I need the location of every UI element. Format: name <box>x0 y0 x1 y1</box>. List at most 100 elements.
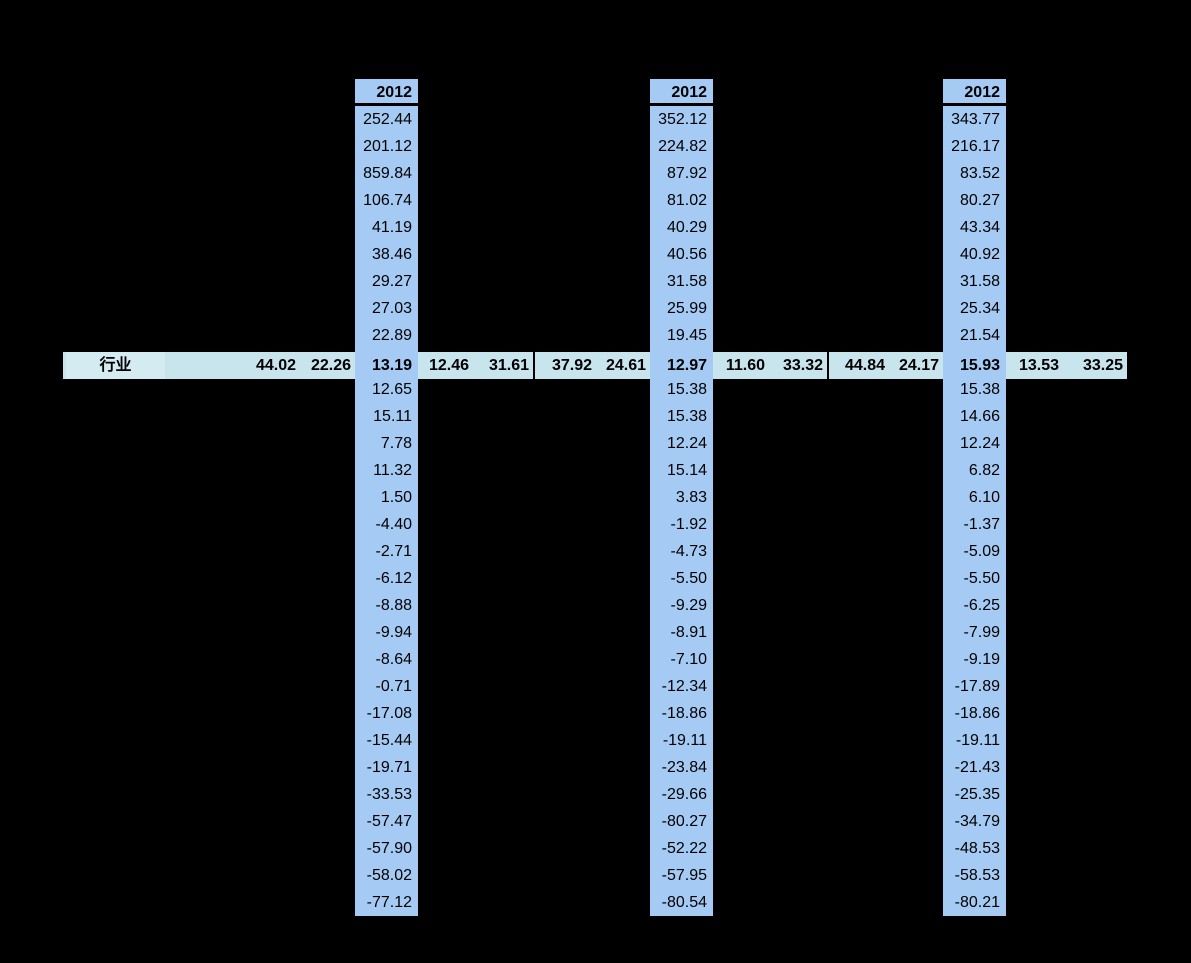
value-cell[interactable]: 40.92 <box>943 241 1006 268</box>
value-cell[interactable]: -17.08 <box>355 700 418 727</box>
industry-row-column-cell[interactable]: 15.93 <box>943 352 1006 379</box>
value-cell[interactable]: -0.71 <box>355 673 418 700</box>
value-cell[interactable]: 22.89 <box>355 322 418 349</box>
value-cell[interactable]: 352.12 <box>650 106 713 133</box>
value-cell[interactable]: 6.10 <box>943 484 1006 511</box>
value-cell[interactable]: -19.11 <box>943 727 1006 754</box>
value-cell[interactable]: -5.50 <box>943 565 1006 592</box>
industry-row-cell[interactable]: 33.25 <box>1082 357 1123 374</box>
value-cell[interactable]: -80.54 <box>650 889 713 916</box>
value-cell[interactable]: -8.64 <box>355 646 418 673</box>
value-cell[interactable]: -19.11 <box>650 727 713 754</box>
value-cell[interactable]: -57.47 <box>355 808 418 835</box>
value-cell[interactable]: 83.52 <box>943 160 1006 187</box>
value-cell[interactable]: -23.84 <box>650 754 713 781</box>
industry-row-cell[interactable]: 31.61 <box>488 357 529 374</box>
value-cell[interactable]: 859.84 <box>355 160 418 187</box>
value-cell[interactable]: 15.11 <box>355 403 418 430</box>
value-cell[interactable]: 14.66 <box>943 403 1006 430</box>
industry-row-column-cell[interactable]: 12.97 <box>650 352 713 379</box>
value-cell[interactable]: 25.99 <box>650 295 713 322</box>
value-cell[interactable]: 31.58 <box>943 268 1006 295</box>
industry-row-cell[interactable]: 44.02 <box>255 357 296 374</box>
value-cell[interactable]: -58.53 <box>943 862 1006 889</box>
value-cell[interactable]: 11.32 <box>355 457 418 484</box>
value-cell[interactable]: -57.90 <box>355 835 418 862</box>
value-cell[interactable]: 81.02 <box>650 187 713 214</box>
value-cell[interactable]: -5.09 <box>943 538 1006 565</box>
value-cell[interactable]: -7.99 <box>943 619 1006 646</box>
value-cell[interactable]: -15.44 <box>355 727 418 754</box>
value-cell[interactable]: 15.38 <box>650 376 713 403</box>
value-cell[interactable]: -8.88 <box>355 592 418 619</box>
value-cell[interactable]: -18.86 <box>943 700 1006 727</box>
value-cell[interactable]: -8.91 <box>650 619 713 646</box>
industry-row-cell[interactable]: 33.32 <box>782 357 823 374</box>
industry-row-cell[interactable]: 44.84 <box>844 357 885 374</box>
value-cell[interactable]: -25.35 <box>943 781 1006 808</box>
value-cell[interactable]: -29.66 <box>650 781 713 808</box>
value-cell[interactable]: 252.44 <box>355 106 418 133</box>
value-cell[interactable]: 343.77 <box>943 106 1006 133</box>
value-cell[interactable]: 40.56 <box>650 241 713 268</box>
value-cell[interactable]: -34.79 <box>943 808 1006 835</box>
value-cell[interactable]: 31.58 <box>650 268 713 295</box>
value-cell[interactable]: 25.34 <box>943 295 1006 322</box>
value-cell[interactable]: 87.92 <box>650 160 713 187</box>
value-cell[interactable]: 12.65 <box>355 376 418 403</box>
industry-row-cell[interactable]: 13.53 <box>1018 357 1059 374</box>
value-cell[interactable]: -7.10 <box>650 646 713 673</box>
industry-row-cell[interactable]: 11.60 <box>725 357 765 374</box>
value-cell[interactable]: 201.12 <box>355 133 418 160</box>
industry-row-cell[interactable]: 37.92 <box>551 357 592 374</box>
industry-row-cell[interactable]: 24.17 <box>898 357 939 374</box>
value-cell[interactable]: -19.71 <box>355 754 418 781</box>
value-cell[interactable]: -6.12 <box>355 565 418 592</box>
value-cell[interactable]: -12.34 <box>650 673 713 700</box>
value-cell[interactable]: 38.46 <box>355 241 418 268</box>
industry-row-column-cell[interactable]: 13.19 <box>355 352 418 379</box>
industry-row-cell[interactable]: 24.61 <box>605 357 646 374</box>
value-cell[interactable]: -4.73 <box>650 538 713 565</box>
value-cell[interactable]: -1.37 <box>943 511 1006 538</box>
value-cell[interactable]: -2.71 <box>355 538 418 565</box>
industry-row-cell[interactable]: 22.26 <box>310 357 351 374</box>
value-cell[interactable]: 7.78 <box>355 430 418 457</box>
value-cell[interactable]: 3.83 <box>650 484 713 511</box>
value-cell[interactable]: 15.14 <box>650 457 713 484</box>
year-header-cell[interactable]: 2012 <box>650 79 713 106</box>
value-cell[interactable]: -52.22 <box>650 835 713 862</box>
value-cell[interactable]: -57.95 <box>650 862 713 889</box>
value-cell[interactable]: 19.45 <box>650 322 713 349</box>
value-cell[interactable]: -80.21 <box>943 889 1006 916</box>
value-cell[interactable]: 12.24 <box>943 430 1006 457</box>
value-cell[interactable]: 224.82 <box>650 133 713 160</box>
value-cell[interactable]: 106.74 <box>355 187 418 214</box>
value-cell[interactable]: -6.25 <box>943 592 1006 619</box>
value-cell[interactable]: 21.54 <box>943 322 1006 349</box>
value-cell[interactable]: 29.27 <box>355 268 418 295</box>
value-cell[interactable]: 27.03 <box>355 295 418 322</box>
industry-label-cell[interactable]: 行业 <box>66 352 165 379</box>
value-cell[interactable]: 40.29 <box>650 214 713 241</box>
value-cell[interactable]: -21.43 <box>943 754 1006 781</box>
value-cell[interactable]: -1.92 <box>650 511 713 538</box>
value-cell[interactable]: 43.34 <box>943 214 1006 241</box>
value-cell[interactable]: -4.40 <box>355 511 418 538</box>
year-header-cell[interactable]: 2012 <box>943 79 1006 106</box>
value-cell[interactable]: -58.02 <box>355 862 418 889</box>
value-cell[interactable]: -9.29 <box>650 592 713 619</box>
value-cell[interactable]: 6.82 <box>943 457 1006 484</box>
value-cell[interactable]: -18.86 <box>650 700 713 727</box>
value-cell[interactable]: -80.27 <box>650 808 713 835</box>
value-cell[interactable]: -17.89 <box>943 673 1006 700</box>
value-cell[interactable]: -48.53 <box>943 835 1006 862</box>
value-cell[interactable]: -33.53 <box>355 781 418 808</box>
value-cell[interactable]: -9.19 <box>943 646 1006 673</box>
value-cell[interactable]: -5.50 <box>650 565 713 592</box>
value-cell[interactable]: -77.12 <box>355 889 418 916</box>
value-cell[interactable]: 1.50 <box>355 484 418 511</box>
value-cell[interactable]: -9.94 <box>355 619 418 646</box>
industry-row-cell[interactable]: 12.46 <box>428 357 469 374</box>
value-cell[interactable]: 41.19 <box>355 214 418 241</box>
